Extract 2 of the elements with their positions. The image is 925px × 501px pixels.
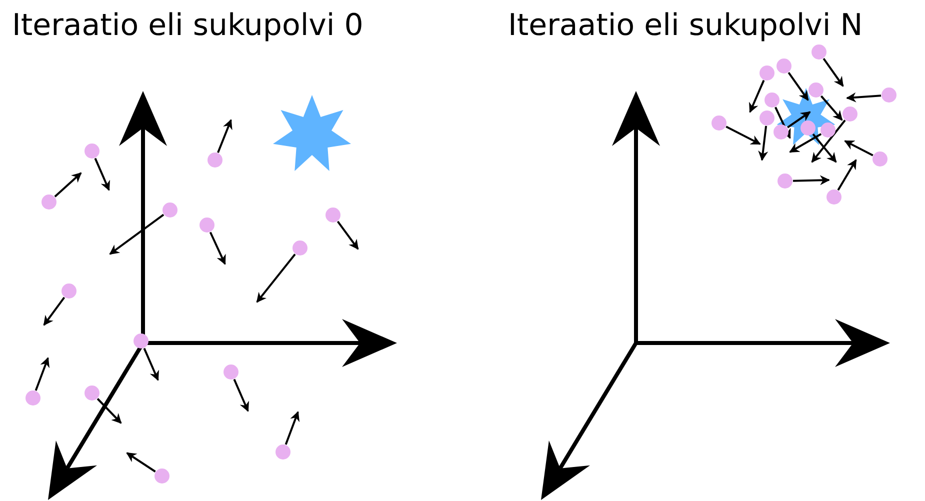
panel-title: Iteraatio eli sukupolvi N: [508, 8, 863, 44]
panel-title: Iteraatio eli sukupolvi 0: [12, 8, 364, 44]
